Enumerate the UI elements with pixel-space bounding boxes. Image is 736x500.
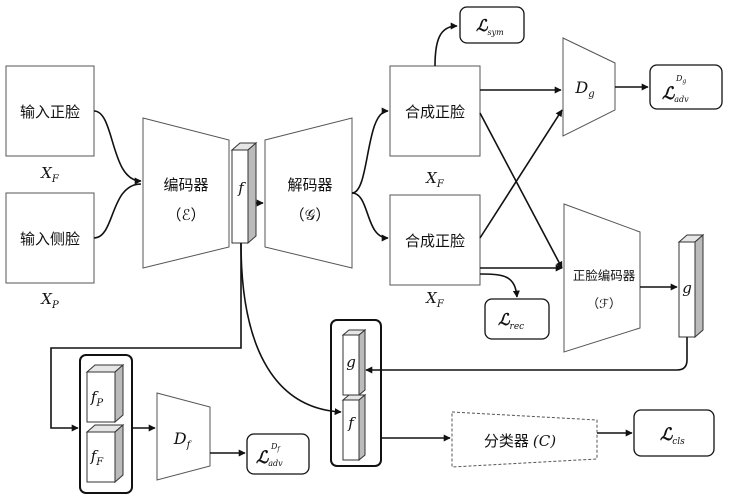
feature-f-bar: f (230, 141, 258, 245)
edge-synth-1-to-loss-sym (434, 22, 458, 67)
loss-sym-box: ℒsym (459, 6, 525, 44)
edges (50, 22, 688, 457)
loss-adv-f-text: ℒadv (256, 448, 283, 468)
loss-sym-text: ℒsym (476, 16, 504, 37)
edge-synth-1-to-front-encoder (479, 112, 563, 269)
stack-ff-label: fF (90, 447, 105, 468)
edge-feature-to-stack (50, 243, 242, 432)
input-front-box: 输入正脸 (5, 65, 95, 157)
loss-adv-g-sup: Dg (675, 74, 686, 85)
stack-fp-label: fP (90, 388, 104, 409)
loss-cls-text: ℒcls (660, 425, 685, 447)
input-side-var: XP (40, 290, 59, 311)
front-encoder-label: 正脸编码器 (573, 268, 636, 283)
disc-g-label: Dg (574, 78, 594, 100)
edge-synth-2-to-loss-rec (479, 273, 520, 298)
synth-front-box-2: 合成正脸 (389, 194, 481, 286)
loss-rec-text: ℒrec (498, 310, 524, 332)
decoder-label: 解码器 (287, 176, 332, 194)
edge-decoder-to-synth-2 (351, 192, 389, 242)
input-front-label: 输入正脸 (20, 103, 80, 121)
feature-f-label: f (237, 179, 246, 197)
front-encoder-block: 正脸编码器 （ℱ） (563, 203, 641, 353)
edge-feature-to-concat (240, 242, 342, 416)
input-side-label: 输入侧脸 (20, 230, 80, 248)
synth-front-var-2: XF (425, 289, 445, 310)
classifier-label: 分类器(C) (484, 432, 556, 450)
front-encoder-symbol: （ℱ） (587, 296, 622, 311)
classifier-block: 分类器(C) (451, 411, 598, 468)
edge-input-side-to-encoder (93, 183, 142, 239)
edge-synth-2-to-disc-g (479, 109, 563, 239)
feature-g-label: g (682, 279, 692, 297)
input-side-box: 输入侧脸 (5, 192, 95, 284)
feature-g-bar: g (677, 233, 705, 339)
loss-cls-box: ℒcls (633, 409, 715, 457)
stack-fpff-group: fP fF (79, 354, 133, 494)
encoder-block: 编码器 （ℰ） (142, 117, 230, 269)
synth-front-label-2: 合成正脸 (405, 232, 465, 250)
loss-adv-f-sup: Df (270, 442, 281, 453)
edge-g-to-concat (365, 337, 688, 374)
edge-input-front-to-encoder (93, 110, 142, 185)
loss-adv-g-box: ℒadv Dg (649, 64, 723, 110)
loss-adv-f-box: ℒadv Df (246, 433, 310, 475)
decoder-block: 解码器 （𝒢） (264, 117, 353, 269)
synth-front-box-1: 合成正脸 (389, 65, 481, 157)
loss-adv-g-text: ℒadv (662, 84, 689, 104)
synth-front-var-1: XF (425, 169, 445, 190)
loss-rec-box: ℒrec (484, 298, 550, 340)
concat-gf-group: g f (330, 319, 382, 467)
encoder-label: 编码器 (163, 176, 208, 194)
input-front-var: XF (40, 164, 60, 185)
concat-f-label: f (347, 414, 356, 432)
disc-f-block: Df (156, 392, 211, 481)
disc-g-block: Dg (562, 37, 616, 137)
encoder-symbol: （ℰ） (166, 206, 205, 224)
decoder-symbol: （𝒢） (290, 206, 331, 224)
synth-front-label-1: 合成正脸 (405, 103, 465, 121)
edge-decoder-to-synth-1 (351, 107, 389, 194)
concat-g-label: g (346, 353, 356, 371)
disc-f-label: Df (173, 429, 193, 451)
